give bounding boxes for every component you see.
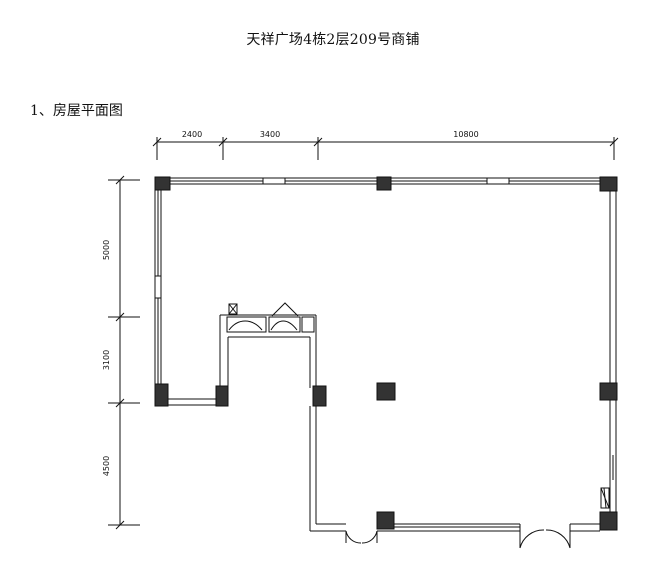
- column: [154, 176, 171, 191]
- door-left: [345, 530, 378, 544]
- door-right: [519, 529, 571, 549]
- dim-top-3: 10800: [453, 130, 478, 139]
- column: [376, 176, 392, 191]
- column: [599, 176, 618, 192]
- page-title: 天祥广场4栋2层209号商铺: [246, 32, 420, 48]
- dim-top-2: 3400: [260, 130, 280, 139]
- column: [215, 385, 229, 407]
- column: [599, 511, 618, 531]
- fixtures: [226, 302, 315, 333]
- column: [312, 385, 327, 407]
- column: [154, 383, 169, 407]
- column: [376, 511, 395, 530]
- right-wall: [609, 190, 617, 512]
- column: [599, 382, 618, 401]
- left-wall: [154, 184, 162, 385]
- dim-top-1: 2400: [182, 130, 202, 139]
- dim-left-2: 3100: [102, 350, 111, 370]
- columns: [154, 176, 618, 531]
- top-dimension-line: [152, 137, 619, 160]
- left-dimension-line: [108, 175, 140, 530]
- right-fixture: [600, 487, 610, 509]
- bottom-wall: [377, 523, 600, 548]
- notch-walls: [219, 314, 346, 532]
- dim-left-3: 4500: [102, 456, 111, 476]
- section-heading: 1、房屋平面图: [30, 103, 123, 119]
- bottom-left-wall: [168, 398, 217, 406]
- column: [376, 382, 396, 401]
- dim-left-1: 5000: [102, 240, 111, 260]
